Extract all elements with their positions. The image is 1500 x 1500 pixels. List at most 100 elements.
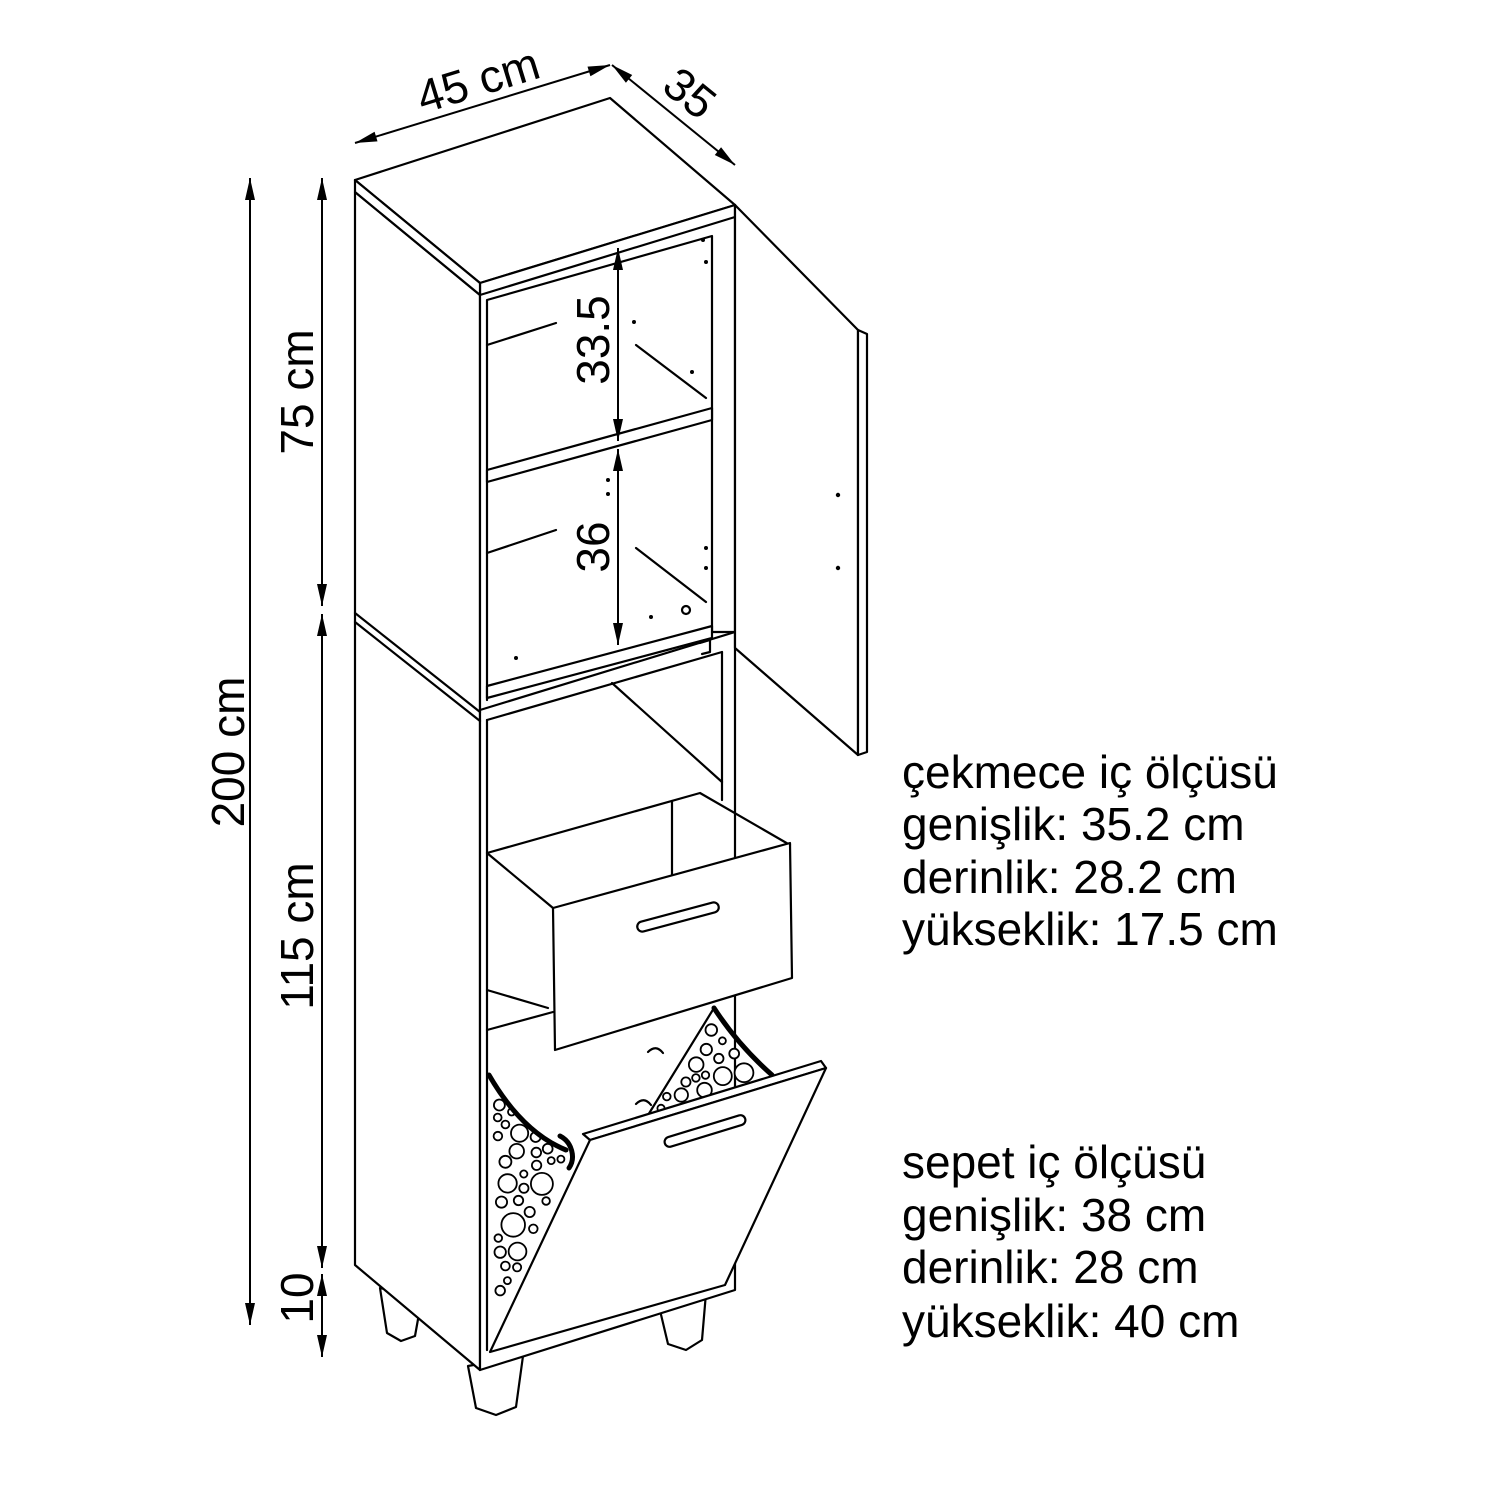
shelf-pin-hole: [606, 492, 610, 496]
cam-lock-hole: [680, 604, 692, 616]
lower-module: [485, 650, 792, 1352]
bag-pattern-circle: [673, 1087, 689, 1103]
bag-pattern-circle: [512, 1262, 523, 1273]
arrowhead: [317, 1335, 327, 1357]
total-height-label: 200 cm: [202, 677, 254, 828]
bag-pattern-circle: [541, 1142, 554, 1155]
bag-pattern-circle: [508, 1142, 525, 1160]
bag-pattern-circle: [530, 1172, 554, 1196]
bag-pattern-circle: [691, 1073, 701, 1083]
arrowhead: [612, 65, 633, 83]
drawer-specs-width: genişlik: 35.2 cm: [902, 798, 1245, 850]
bag-pattern-circle: [718, 1036, 727, 1046]
shelf-pin-hole: [649, 615, 653, 619]
open-door-group: [698, 203, 869, 757]
lower-module-top-edge: [478, 630, 737, 712]
width-dimension-label: 45 cm: [411, 37, 546, 123]
arrowhead: [613, 623, 623, 645]
arrowhead: [317, 1246, 327, 1268]
hamper: [488, 1059, 828, 1354]
arrowhead: [613, 419, 623, 441]
upper-back-line: [485, 321, 558, 347]
upper-opening-inner-edge: [485, 234, 714, 702]
left-side-panel: [353, 190, 482, 1372]
bag-pattern-circle: [712, 1066, 733, 1086]
left-bag-rim: [486, 1072, 569, 1153]
bag-pattern-circle: [500, 1212, 526, 1238]
bag-pattern-circle: [492, 1098, 506, 1112]
bag-pattern-circle: [704, 1023, 719, 1037]
laundry-bag: [486, 1005, 775, 1297]
basket-specs-width: genişlik: 38 cm: [902, 1189, 1206, 1241]
shelf-pin-hole: [701, 238, 705, 242]
leg-height-label: 10: [271, 1272, 323, 1323]
right-bag-clip: [646, 1047, 665, 1055]
bag-pattern-circle: [507, 1241, 528, 1262]
bag-pattern-circle: [493, 1245, 507, 1259]
right-bag-rim: [711, 1005, 775, 1078]
arrowhead: [587, 65, 610, 77]
arrowhead: [317, 178, 327, 200]
shelf-pin-hole: [606, 478, 610, 482]
bag-pattern-circle: [502, 1276, 512, 1285]
bag-pattern-circle: [518, 1182, 530, 1194]
shelf-pin-hole: [690, 370, 694, 374]
depth-dimension-label: 35: [654, 57, 726, 130]
bag-pattern-circle: [556, 1154, 566, 1164]
tilt-out-hamper-front: [488, 1066, 828, 1354]
drawer-specs-height: yükseklik: 17.5 cm: [902, 903, 1278, 955]
shelf-pin-holes: [514, 238, 708, 660]
lower-compartment-diagonal: [634, 546, 708, 604]
hamper-handle: [663, 1114, 747, 1148]
upper-inner-diagonal: [634, 343, 708, 400]
bag-pattern-circle: [512, 1194, 525, 1207]
basket-inner-dimensions: sepet iç ölçüsü genişlik: 38 cm derinlik…: [902, 1136, 1239, 1347]
bag-pattern-circle: [700, 1070, 711, 1080]
bag-pattern-circle: [662, 1091, 672, 1102]
bag-pattern-circle: [494, 1284, 506, 1297]
bag-pattern-circle: [523, 1206, 536, 1219]
right-bag-clip: [634, 1099, 653, 1107]
arrowhead: [317, 614, 327, 636]
arrowhead: [245, 1303, 255, 1325]
top-side-edge: [353, 178, 482, 297]
side-module-joint: [353, 620, 482, 723]
arrowhead: [317, 584, 327, 606]
upper-height-label: 75 cm: [271, 329, 323, 454]
arrowhead: [613, 248, 623, 270]
bag-pattern-circle: [497, 1173, 518, 1194]
door-hole: [835, 565, 841, 571]
drawer-specs-title: çekmece iç ölçüsü: [902, 746, 1278, 798]
lower-compartment-back-line: [485, 528, 558, 555]
arrowhead: [355, 131, 378, 143]
bag-pattern-circle: [699, 1042, 713, 1057]
open-shelf-back-line: [610, 681, 724, 784]
bag-pattern-circle: [530, 1146, 543, 1159]
bag-pattern-circle: [541, 1196, 551, 1206]
dimension-line: [354, 64, 611, 144]
bag-pattern-circle: [519, 1169, 529, 1179]
arrowhead: [317, 1274, 327, 1296]
drawer-box-rim: [485, 791, 792, 910]
lower-height-label: 115 cm: [271, 862, 323, 1009]
middle-shelf: [485, 406, 714, 484]
drawer-front: [551, 841, 794, 1052]
basket-specs-height: yükseklik: 40 cm: [902, 1295, 1239, 1347]
bag-pattern-circle: [510, 1123, 530, 1143]
open-door: [733, 203, 860, 757]
bag-pattern-circle: [492, 1130, 504, 1142]
arrowhead: [613, 449, 623, 471]
shelf-pin-hole: [514, 656, 518, 660]
drawer-runner-line: [485, 1010, 555, 1032]
drawer-specs-depth: derinlik: 28.2 cm: [902, 851, 1237, 903]
bag-pattern-circle: [728, 1047, 740, 1060]
basket-specs-depth: derinlik: 28 cm: [902, 1241, 1199, 1293]
drawer: [551, 841, 794, 1052]
upper-shelf-gap-label: 33.5: [567, 295, 619, 385]
right-bag-side: [643, 1006, 716, 1122]
dimension-line: [611, 64, 736, 166]
bag-pattern-circle: [528, 1223, 539, 1235]
arrowhead: [245, 178, 255, 200]
bag-pattern-circle: [688, 1056, 705, 1073]
